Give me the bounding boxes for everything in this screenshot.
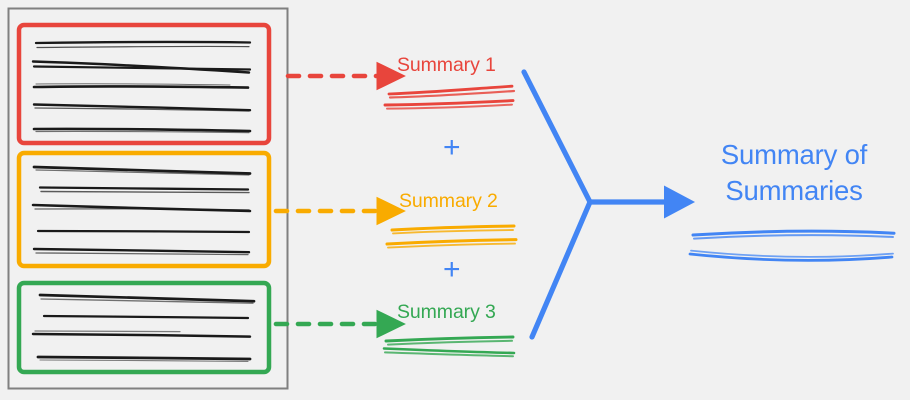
plus-operator-1: +: [443, 131, 461, 164]
final-output-title-line2: Summaries: [725, 175, 863, 206]
final-output-title-line1: Summary of: [720, 139, 868, 170]
summary-3-underlines: [382, 335, 516, 358]
final-output-underlines: [688, 229, 896, 262]
summary-1-underlines: [383, 84, 516, 110]
plus-operator-2: +: [443, 253, 461, 286]
document-1-text-lines: [31, 40, 252, 134]
document-2-text-lines: [31, 165, 252, 256]
document-box-3[interactable]: [16, 280, 272, 375]
summary-3-label: Summary 3: [397, 301, 496, 323]
summary-2-underlines: [385, 224, 518, 249]
document-box-2[interactable]: [16, 150, 272, 269]
merge-y-connector: [521, 69, 593, 340]
document-3-text-lines: [31, 293, 256, 362]
document-box-1[interactable]: [16, 22, 272, 146]
summary-1-label: Summary 1: [397, 54, 496, 76]
summary-2-label: Summary 2: [399, 190, 498, 212]
source-documents-frame: [7, 7, 289, 390]
